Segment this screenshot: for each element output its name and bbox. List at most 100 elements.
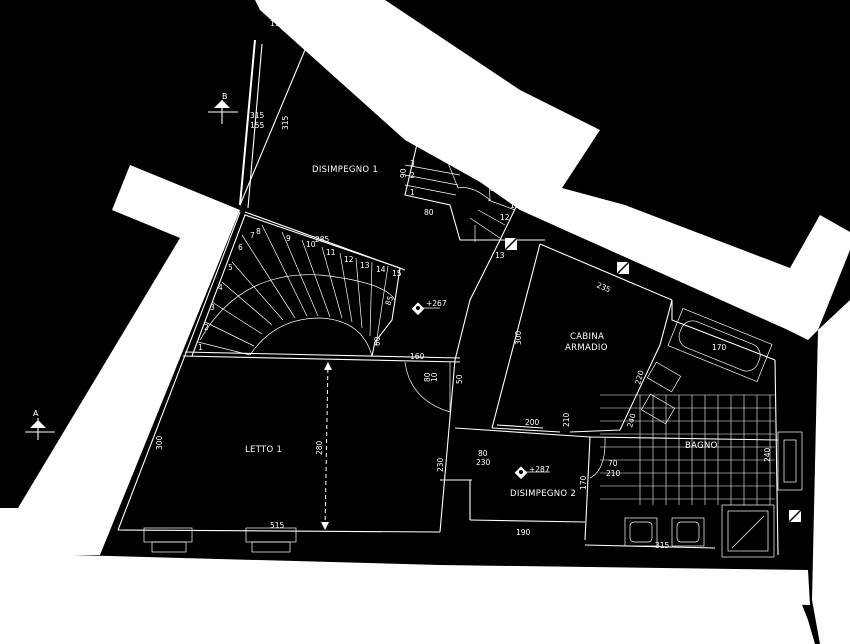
dim-240: 240 — [625, 412, 637, 428]
dim-160: 160 — [410, 352, 425, 361]
room-label-bagno: BAGNO — [685, 441, 718, 451]
dim-85b: 85 — [269, 575, 278, 585]
dim-95: 95 — [418, 118, 430, 130]
upper-stair-step-7: 7 — [490, 143, 495, 152]
dim-85: 85 — [383, 294, 395, 306]
lower-stair-step-4: 4 — [218, 283, 223, 292]
upper-stair-step-1: 1 — [410, 188, 415, 197]
dim-60: 60 — [373, 336, 382, 346]
bathroom-tile-grid — [600, 394, 775, 505]
lower-stair-step-15: 15 — [392, 269, 402, 278]
dimension-labels: 115 230 315 155 315 95 180 90 80 285 85 … — [155, 19, 831, 585]
section-marker-a: A — [25, 409, 55, 440]
level-label-lower: +287 — [529, 465, 550, 474]
room-label-cabina: CABINA — [570, 332, 604, 342]
top-exterior-band — [255, 0, 850, 340]
upper-stair-step-6: 6 — [470, 133, 475, 142]
dim-105: 105 — [816, 461, 831, 470]
door-swings — [404, 361, 606, 479]
beam-dashed-line — [324, 361, 329, 531]
dim-180: 180 — [484, 139, 499, 148]
upper-stair-step-9: 9 — [520, 165, 525, 174]
upper-stair-step-4: 4 — [414, 123, 419, 132]
dim-300-letto: 300 — [155, 435, 164, 450]
lower-stair-step-5: 5 — [228, 263, 233, 272]
dim-235: 235 — [595, 281, 612, 295]
dim-210-cabina: 210 — [562, 412, 571, 427]
dim-230-side: 230 — [436, 457, 445, 472]
lower-stair-step-9: 9 — [286, 234, 291, 243]
dim-115: 115 — [270, 19, 285, 28]
dim-230-top: 230 — [370, 71, 385, 80]
lower-stair-step-2: 2 — [204, 323, 209, 332]
dim-155: 155 — [250, 121, 265, 130]
beam-arrow-top — [324, 362, 332, 370]
upper-stair-step-10: 10 — [520, 181, 530, 190]
section-marker-b: B — [208, 92, 238, 124]
dim-280: 280 — [315, 440, 324, 455]
dim-230-disimp2: 230 — [476, 458, 491, 467]
dim-200: 200 — [525, 418, 540, 427]
upper-staircase — [404, 109, 536, 242]
dim-285: 285 — [315, 235, 330, 244]
dim-80-disimp2: 80 — [478, 449, 488, 458]
dim-90: 90 — [399, 168, 408, 178]
dim-85a: 85 — [169, 575, 178, 585]
dim-80-right: 80 — [818, 451, 828, 460]
dim-315b: 315 — [281, 115, 290, 130]
beam-arrow-bottom — [321, 522, 329, 530]
lower-stair-step-3: 3 — [210, 303, 215, 312]
room-label-disimpegno-2: DISIMPEGNO 2 — [510, 489, 576, 499]
lower-stair-step-8: 8 — [256, 227, 261, 236]
dim-190: 190 — [516, 528, 531, 537]
dim-65b: 65 — [257, 575, 266, 585]
upper-stair-step-11: 11 — [510, 201, 520, 210]
dim-315a: 315 — [250, 111, 265, 120]
lower-stair-step-7: 7 — [250, 231, 255, 240]
dim-80-door: 80 — [423, 372, 432, 382]
room-label-armadio: ARMADIO — [565, 343, 608, 353]
lower-stair-step-14: 14 — [376, 265, 386, 274]
dim-315-bath: 315 — [655, 541, 670, 550]
section-b-label: B — [222, 92, 228, 101]
dim-10: 10 — [430, 372, 439, 382]
dim-70: 70 — [608, 459, 618, 468]
level-label-upper: +267 — [426, 299, 447, 308]
bathroom-fixtures — [624, 308, 775, 558]
dim-170: 170 — [712, 343, 727, 352]
lower-stair-step-13: 13 — [360, 261, 370, 270]
bottom-right-exterior-band — [400, 568, 815, 644]
upper-stair-step-2: 2 — [410, 171, 415, 180]
upper-stair-step-8: 8 — [505, 151, 510, 160]
lower-staircase — [191, 214, 401, 357]
lower-stair-step-10: 10 — [306, 240, 316, 249]
dim-170-bath: 170 — [579, 475, 588, 490]
upper-stair-step-5: 5 — [450, 126, 455, 135]
section-a-label: A — [33, 409, 39, 418]
dim-220: 220 — [633, 369, 645, 385]
dim-515: 515 — [270, 521, 285, 530]
room-label-disimpegno-1: DISIMPEGNO 1 — [312, 165, 378, 175]
dim-210-bath: 210 — [606, 469, 621, 478]
upper-stair-step-3: 3 — [410, 159, 415, 168]
dim-50: 50 — [455, 374, 464, 384]
window-marks — [143, 424, 803, 553]
right-exterior-band — [812, 300, 850, 644]
upper-stair-step-12: 12 — [500, 213, 510, 222]
dim-300-cabina: 300 — [514, 330, 523, 345]
lower-stair-step-11: 11 — [326, 248, 336, 257]
lower-stair-step-12: 12 — [344, 255, 354, 264]
lower-stair-step-1: 1 — [198, 343, 203, 352]
dim-65a: 65 — [157, 575, 166, 585]
level-marker-upper — [411, 302, 440, 316]
room-label-letto-1: LETTO 1 — [245, 445, 282, 455]
dim-80-stair: 80 — [424, 208, 434, 217]
lower-stair-step-6: 6 — [238, 243, 243, 252]
left-exterior-band — [0, 165, 240, 555]
dim-240-b: 240 — [763, 447, 772, 462]
boxed-section-marks — [504, 237, 802, 523]
